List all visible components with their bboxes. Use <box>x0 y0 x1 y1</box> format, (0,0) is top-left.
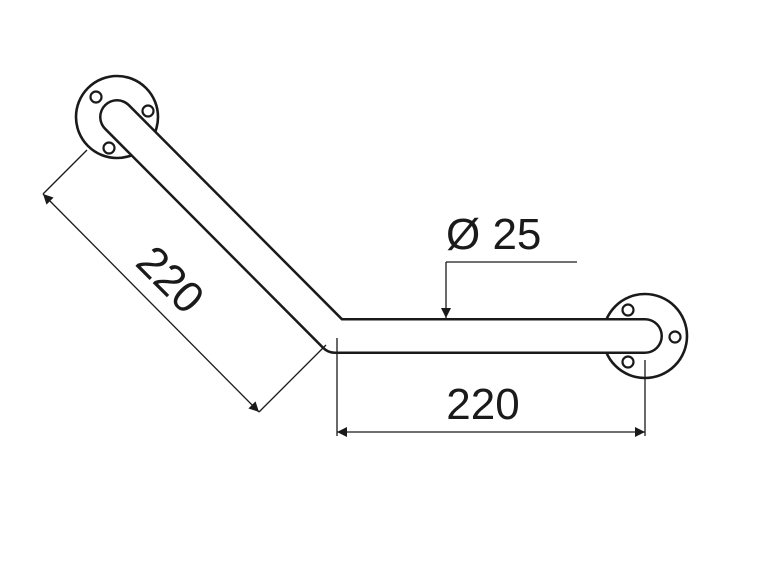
right-flange-screw-hole-3 <box>621 355 635 369</box>
diagonal-extension-line-top <box>42 149 88 195</box>
left-flange-screw-hole-1 <box>89 90 103 104</box>
horizontal-dimension: 220 <box>336 338 646 437</box>
right-flange-screw-hole-1 <box>621 303 635 317</box>
diameter-callout: Ø 25 <box>441 210 577 318</box>
left-wall-flange <box>74 74 160 160</box>
right-flange-screw-hole-2 <box>668 330 682 344</box>
diagonal-dimension-line <box>42 193 260 413</box>
tube-diameter-label: Ø 25 <box>446 210 541 259</box>
horizontal-length-label: 220 <box>446 380 519 429</box>
diagonal-length-label: 220 <box>127 237 214 324</box>
bent-grab-bar-tube <box>99 99 663 354</box>
diagonal-extension-line-bottom <box>258 344 327 413</box>
left-flange-screw-hole-2 <box>141 104 155 118</box>
left-flange-screw-hole-3 <box>102 141 116 155</box>
